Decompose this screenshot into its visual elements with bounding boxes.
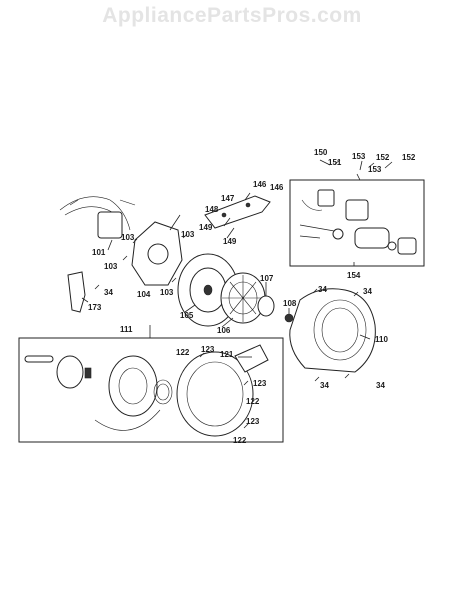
recoil-spring-part[interactable] <box>153 379 173 405</box>
callout-108: 108 <box>283 299 297 308</box>
callout-34: 34 <box>320 381 329 390</box>
callout-110: 110 <box>375 335 388 344</box>
recoil-pawl-part[interactable] <box>24 355 92 389</box>
recoil-inset-box <box>18 337 284 443</box>
callout-103: 103 <box>121 233 135 242</box>
callout-148: 148 <box>205 205 219 214</box>
callout-103: 103 <box>104 262 118 271</box>
starter-motor-part[interactable] <box>299 189 417 255</box>
callout-122: 122 <box>246 397 260 406</box>
callout-123: 123 <box>253 379 267 388</box>
callout-154: 154 <box>347 271 361 280</box>
callout-34: 34 <box>104 288 113 297</box>
callout-122: 122 <box>233 436 247 445</box>
callout-107: 107 <box>260 274 274 283</box>
callout-103: 103 <box>181 230 195 239</box>
callout-122: 122 <box>176 348 190 357</box>
ignition-coil-part[interactable] <box>59 196 136 239</box>
leader-lines <box>81 159 393 358</box>
bracket-173-part[interactable] <box>67 271 86 313</box>
callout-101: 101 <box>92 248 106 257</box>
callout-173: 173 <box>88 303 102 312</box>
watermark: AppliancePartsPros.com <box>102 4 362 27</box>
callout-147: 147 <box>221 194 235 203</box>
recoil-pulley-part[interactable] <box>94 355 161 431</box>
fan-part[interactable] <box>220 272 266 324</box>
cup-part[interactable] <box>257 295 275 317</box>
callout-153: 153 <box>368 165 382 174</box>
callout-111: 111 <box>120 325 133 334</box>
callout-149: 149 <box>199 223 213 232</box>
callout-153: 153 <box>352 152 366 161</box>
starter-inset-box <box>289 179 425 267</box>
callout-labels: 150 151 153 152 153 152 146 146 147 148 … <box>88 148 416 445</box>
callout-152: 152 <box>376 153 390 162</box>
callout-123: 123 <box>201 345 215 354</box>
callout-121: 121 <box>220 350 234 359</box>
callout-34: 34 <box>363 287 372 296</box>
callout-152: 152 <box>402 153 416 162</box>
screws <box>94 159 375 429</box>
callout-150: 150 <box>314 148 328 157</box>
callout-104: 104 <box>137 290 151 299</box>
callout-103: 103 <box>160 288 174 297</box>
nut-part[interactable] <box>284 313 294 323</box>
callout-146: 146 <box>253 180 267 189</box>
callout-123: 123 <box>246 417 260 426</box>
callout-151: 151 <box>328 158 342 167</box>
callout-106: 106 <box>217 326 231 335</box>
callout-34: 34 <box>376 381 385 390</box>
stator-plate-part[interactable] <box>131 214 183 286</box>
callout-146: 146 <box>270 183 284 192</box>
callout-34: 34 <box>318 285 327 294</box>
blower-housing-part[interactable] <box>289 288 376 373</box>
bracket-part[interactable] <box>204 195 271 229</box>
callout-149: 149 <box>223 237 237 246</box>
recoil-housing-part[interactable] <box>176 344 269 437</box>
callout-105: 105 <box>180 311 194 320</box>
